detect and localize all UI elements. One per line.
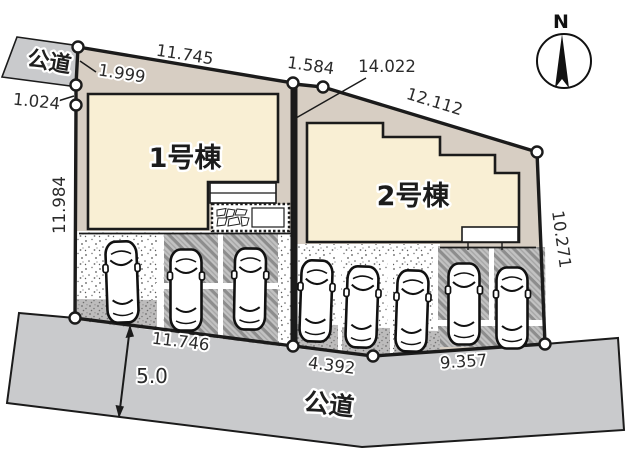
car — [492, 266, 532, 350]
dim-lot2-right-side: 10.271 — [548, 209, 575, 269]
compass-north-label: N — [553, 11, 569, 33]
compass-needle-icon — [555, 34, 569, 88]
building2-porch — [461, 226, 519, 250]
building2-label: 2号棟 — [377, 181, 451, 212]
stall-divider — [156, 283, 278, 289]
building1-footprint — [86, 92, 280, 231]
car — [444, 262, 484, 346]
dim-lot1-left-side: 11.984 — [50, 176, 69, 234]
road-width-arrow — [115, 325, 134, 418]
dim-road-width: 5.0 — [136, 364, 168, 388]
car — [229, 246, 271, 332]
boundary-markers — [68, 40, 552, 363]
dimension-leaders — [57, 60, 367, 119]
building1-approach — [210, 202, 291, 233]
stall-divider — [157, 234, 163, 346]
building1-label: 1号棟 — [149, 143, 223, 174]
stall-divider — [388, 252, 393, 357]
dim-lot1-left-small: 1.024 — [12, 90, 61, 114]
stall-divider — [438, 320, 546, 326]
car — [340, 264, 384, 350]
dim-center-boundary: 14.022 — [358, 57, 416, 76]
compass: N — [536, 11, 592, 89]
stall-divider — [218, 234, 223, 346]
compass-circle — [536, 33, 592, 89]
stall-divider — [336, 250, 341, 357]
stall-divider — [489, 248, 494, 323]
car — [100, 239, 144, 325]
dim-lot2-bottom-right: 9.357 — [439, 350, 487, 372]
approach-step — [251, 207, 285, 228]
dim-boundary-top-gap: 1.584 — [286, 53, 335, 78]
car — [390, 268, 434, 354]
stepping-stones — [216, 207, 250, 227]
car — [294, 258, 338, 344]
car — [166, 248, 206, 332]
road-bottom-label: 公道 — [302, 387, 355, 422]
building1-porch — [209, 182, 277, 204]
stall-divider — [433, 248, 438, 357]
building2-footprint — [305, 121, 521, 244]
